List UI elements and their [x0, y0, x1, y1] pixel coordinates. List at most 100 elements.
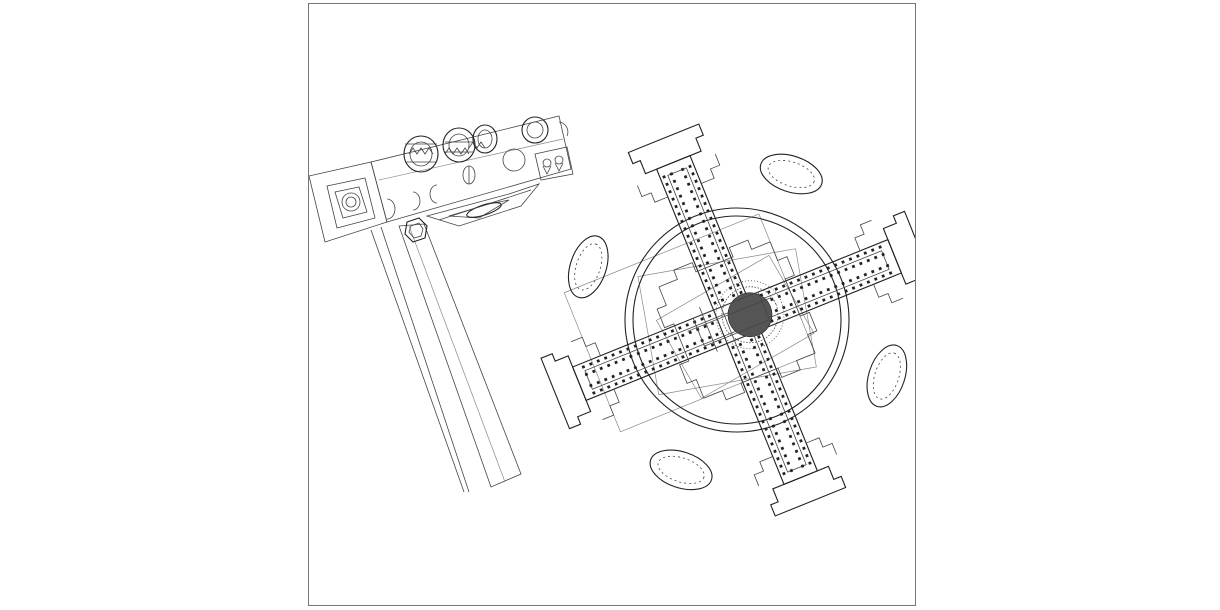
colonnade-column [611, 374, 615, 379]
left-entry-rotunda-core [345, 196, 357, 208]
colonnade-column [737, 360, 741, 365]
colonnade-column [651, 367, 656, 371]
colonnade-column [700, 317, 704, 321]
colonnade-column [688, 164, 692, 169]
colonnade-column [596, 359, 601, 363]
colonnade-column [794, 449, 799, 454]
colonnade-column [626, 368, 630, 373]
colonnade-column [779, 412, 784, 417]
left-diamond-court-outer [425, 183, 541, 227]
colonnade-column [779, 464, 783, 468]
colonnade-column [800, 464, 805, 468]
right-oval-pavilion-nw [567, 235, 609, 299]
colonnade-column [721, 246, 725, 250]
colonnade-column [669, 172, 674, 176]
colonnade-column [799, 439, 803, 443]
colonnade-column [713, 301, 717, 305]
right-inner-court-battlements [658, 239, 816, 401]
colonnade-column [703, 201, 707, 206]
right-colonnade-dots [581, 164, 893, 476]
colonnade-column [885, 263, 890, 268]
colonnade-column [673, 358, 678, 362]
left-octagon-pavilion [404, 217, 428, 243]
colonnade-column [596, 380, 601, 385]
colonnade-column [738, 342, 743, 347]
colonnade-column [778, 387, 782, 391]
colonnade-column [718, 238, 722, 243]
colonnade-column [796, 278, 801, 282]
colonnade-column [739, 290, 743, 295]
colonnade-column [763, 350, 767, 354]
colonnade-column [719, 264, 724, 268]
colonnade-column [757, 335, 761, 339]
colonnade-column [731, 293, 736, 298]
colonnade-column [814, 301, 819, 305]
colonnade-column [775, 379, 779, 384]
colonnade-column [689, 189, 694, 194]
colonnade-column [787, 409, 791, 414]
colonnade-column [870, 269, 875, 274]
colonnade-column [774, 431, 779, 436]
colonnade-column [693, 231, 698, 236]
colonnade-column [724, 253, 728, 258]
colonnade-column [655, 356, 660, 361]
colonnade-column [807, 282, 811, 287]
colonnade-column [856, 275, 860, 280]
colonnade-column [814, 279, 819, 284]
colonnade-column [633, 344, 638, 348]
colonnade-column [736, 283, 740, 287]
colonnade-column [807, 304, 811, 308]
colonnade-column [784, 291, 789, 296]
colonnade-column [629, 354, 633, 359]
colonnade-column [678, 347, 682, 352]
colonnade-column [833, 284, 838, 289]
colonnade-column [614, 360, 618, 365]
colonnade-column [700, 194, 704, 198]
colonnade-column [848, 257, 853, 261]
right-north-steps [637, 153, 721, 203]
left-long-arm-edge-b [380, 226, 470, 493]
colonnade-column [717, 290, 722, 295]
colonnade-column [731, 345, 735, 350]
colonnade-column [683, 226, 687, 231]
colonnade-column [706, 209, 710, 213]
colonnade-column [636, 351, 641, 356]
colonnade-column [618, 350, 623, 354]
right-oval-pavilion-se [866, 344, 908, 408]
colonnade-column [599, 366, 604, 371]
colonnade-column [851, 286, 856, 290]
left-entry-square-inner [334, 186, 368, 219]
right-south-steps [753, 437, 837, 487]
colonnade-column [772, 372, 776, 376]
colonnade-column [851, 264, 856, 269]
left-chapel-dome-1-inner [409, 141, 433, 167]
colonnade-column [776, 404, 781, 409]
colonnade-column [592, 391, 596, 395]
colonnade-column [670, 329, 675, 333]
colonnade-column [707, 286, 711, 290]
colonnade-column [749, 390, 753, 394]
colonnade-column [621, 379, 626, 383]
colonnade-column [707, 335, 712, 340]
colonnade-column [727, 261, 731, 265]
colonnade-column [695, 349, 700, 353]
colonnade-column [866, 258, 871, 263]
colonnade-column [821, 276, 826, 281]
colonnade-column [796, 299, 801, 304]
colonnade-column [774, 287, 779, 291]
colonnade-column [841, 260, 845, 264]
colonnade-column [618, 371, 623, 376]
colonnade-column [680, 167, 685, 172]
colonnade-column [777, 294, 782, 299]
colonnade-column [833, 263, 838, 267]
right-arm-end-west [540, 352, 592, 430]
left-entry-square-outer [326, 177, 376, 229]
right-main-ring-inner [632, 215, 842, 425]
plan-drawing [309, 115, 915, 517]
colonnade-column [777, 439, 782, 443]
colonnade-column [746, 382, 750, 387]
colonnade-column [683, 174, 688, 179]
left-apse-2 [412, 191, 421, 211]
left-service-well-1 [542, 158, 552, 168]
